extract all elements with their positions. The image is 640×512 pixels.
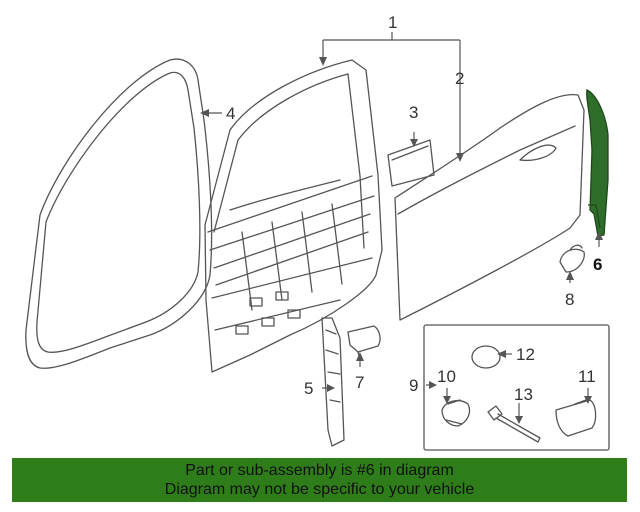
part-10-push-clip [441,399,471,427]
footer-line-1: Part or sub-assembly is #6 in diagram [185,462,454,479]
part-8-clip [559,244,585,273]
part-2-outer-panel [394,94,585,321]
part-12-cap [471,345,501,369]
part-7-plug [347,325,381,361]
leader-lines [204,32,600,420]
footer-line-2: Diagram may not be specific to your vehi… [164,481,475,498]
leader-arrowheads [200,57,603,424]
part-6-seal-highlighted [586,89,609,237]
part-4-weatherstrip [25,58,213,369]
part-1-door-shell [204,59,383,373]
callout-4: 4 [226,104,235,123]
callout-3: 3 [409,103,418,122]
callout-12: 12 [516,345,535,364]
callout-2: 2 [455,69,464,88]
part-3-trim-pad [387,139,435,187]
callout-11: 11 [578,367,596,386]
callout-13: 13 [514,385,533,404]
callout-5: 5 [304,379,313,398]
callout-1: 1 [388,13,397,32]
part-9-group-box [423,324,610,451]
part-5-strip [321,317,345,447]
footer-banner: Part or sub-assembly is #6 in diagram Di… [12,458,627,502]
part-13-rivet [487,405,541,443]
callout-10: 10 [437,367,456,386]
callout-7: 7 [355,373,364,392]
callout-6: 6 [593,255,602,274]
callout-9: 9 [409,376,418,395]
part-11-clip [555,399,597,437]
callout-8: 8 [565,290,574,309]
